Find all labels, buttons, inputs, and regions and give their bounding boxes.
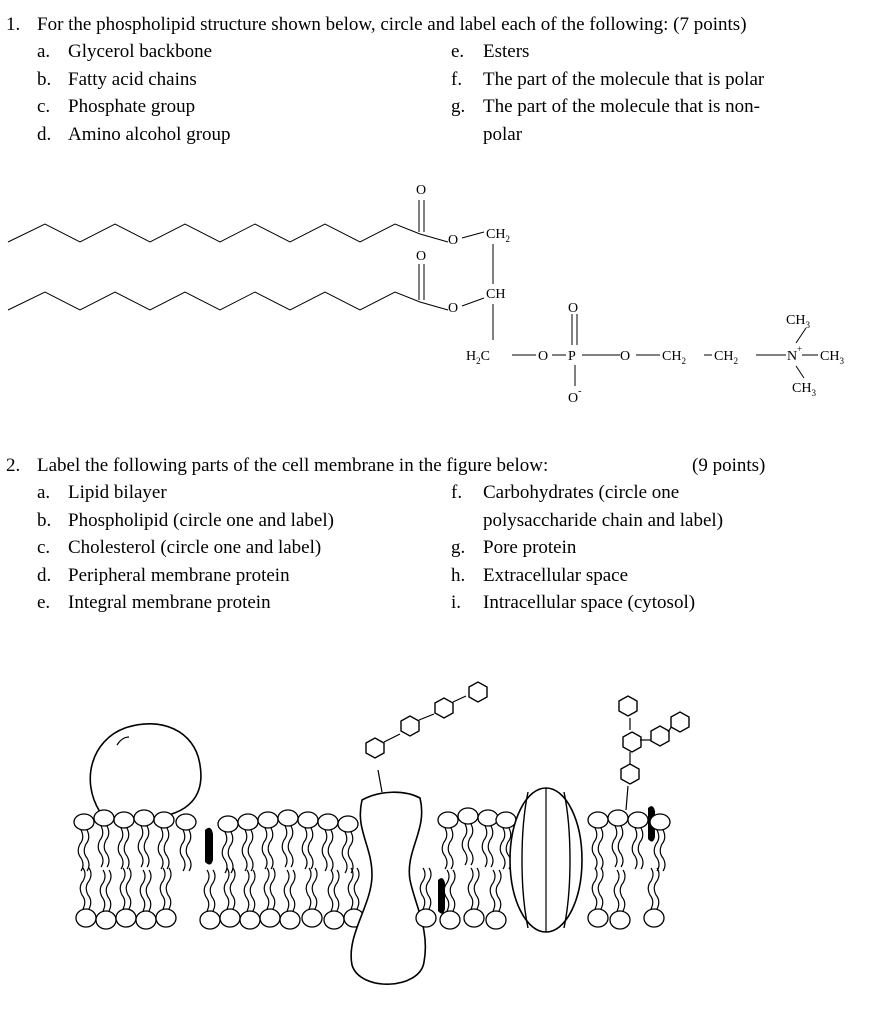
question-1-number: 1. [6, 14, 21, 35]
q1-item-c: Phosphate group [68, 96, 196, 117]
q2-item-b-letter: b. [37, 510, 52, 531]
fatty-acid-chain-2 [7, 291, 449, 311]
glycerol-h2c: H2C [466, 349, 490, 366]
q1-item-a-letter: a. [37, 41, 51, 62]
phospholipid-bottom-leaflet-left [75, 867, 365, 930]
q2-item-c: Cholesterol (circle one and label) [68, 537, 322, 558]
q1-item-d: Amino alcohol group [68, 124, 231, 145]
phospholipid-top-leaflet-right [587, 809, 671, 872]
q2-item-a: Lipid bilayer [68, 482, 167, 503]
link-oxygen-2: O [620, 349, 630, 364]
q2-item-d-letter: d. [37, 565, 52, 586]
q1-item-g-letter: g. [451, 96, 466, 117]
q2-item-i: Intracellular space (cytosol) [483, 592, 696, 613]
glycerol-ch: CH [486, 287, 505, 302]
methyl-bottom: CH3 [792, 381, 816, 398]
fatty-acid-chain-1 [7, 223, 449, 243]
q1-item-e-letter: e. [451, 41, 465, 62]
peripheral-membrane-protein [89, 723, 202, 820]
q1-item-b-letter: b. [37, 69, 52, 90]
q1-item-e: Esters [483, 41, 530, 62]
carbonyl-oxygen-2: O [416, 249, 426, 264]
q2-item-h: Extracellular space [483, 565, 629, 586]
phospholipid-top-leaflet-middle [437, 807, 517, 870]
q2-item-a-letter: a. [37, 482, 51, 503]
q2-item-f-letter: f. [451, 482, 463, 503]
link-oxygen-1: O [538, 349, 548, 364]
q2-item-f-continued: polysaccharide chain and label) [483, 510, 724, 531]
glycerol-ch2-top: CH2 [486, 227, 510, 244]
question-2-points: (9 points) [692, 455, 766, 476]
question-2-number: 2. [6, 455, 21, 476]
q2-item-e: Integral membrane protein [68, 592, 271, 613]
q2-item-g: Pore protein [483, 537, 577, 558]
q2-item-f: Carbohydrates (circle one [483, 482, 680, 503]
phospholipid-bottom-leaflet-right [587, 867, 665, 930]
q2-item-e-letter: e. [37, 592, 51, 613]
q2-item-h-letter: h. [451, 565, 466, 586]
question-1-prompt: For the phospholipid structure shown bel… [37, 14, 747, 35]
question-2-prompt: Label the following parts of the cell me… [37, 455, 549, 476]
ester-oxygen-2: O [448, 301, 458, 316]
pore-protein [509, 787, 583, 933]
phospholipid-structure: O O O O CH2 CH H2C O P O O- O CH2 CH2 N+… [7, 183, 844, 406]
phosphate-oxygen-top: O [568, 301, 578, 316]
q2-item-i-letter: i. [451, 592, 462, 613]
q2-item-b: Phospholipid (circle one and label) [68, 510, 334, 531]
carbohydrate-chain-1 [365, 681, 488, 759]
q1-item-b: Fatty acid chains [68, 69, 197, 90]
phosphate-oxygen-bottom: O- [568, 386, 581, 406]
q2-item-g-letter: g. [451, 537, 466, 558]
q1-item-f-letter: f. [451, 69, 463, 90]
integral-membrane-protein [350, 791, 427, 985]
nitrogen: N+ [787, 344, 802, 364]
ester-oxygen-1: O [448, 233, 458, 248]
cholesterol-left [205, 827, 213, 865]
q1-item-f: The part of the molecule that is polar [483, 69, 765, 90]
q1-item-d-letter: d. [37, 124, 52, 145]
q2-item-c-letter: c. [37, 537, 51, 558]
methyl-right: CH3 [820, 349, 844, 366]
ethyl-ch2-a: CH2 [662, 349, 686, 366]
methyl-top: CH3 [786, 313, 810, 330]
phosphorus: P [568, 349, 576, 364]
q2-item-d: Peripheral membrane protein [68, 565, 290, 586]
ethyl-ch2-b: CH2 [714, 349, 738, 366]
carbohydrate-chain-2 [618, 695, 690, 811]
phospholipid-bottom-leaflet-middle [415, 867, 507, 930]
q1-item-g-continued: polar [483, 124, 523, 145]
q1-item-g: The part of the molecule that is non- [483, 96, 760, 117]
q1-item-c-letter: c. [37, 96, 51, 117]
phospholipid-top-leaflet-left [73, 809, 359, 874]
q1-item-a: Glycerol backbone [68, 41, 213, 62]
cholesterol-middle [438, 878, 445, 914]
carbonyl-oxygen-1: O [416, 183, 426, 198]
